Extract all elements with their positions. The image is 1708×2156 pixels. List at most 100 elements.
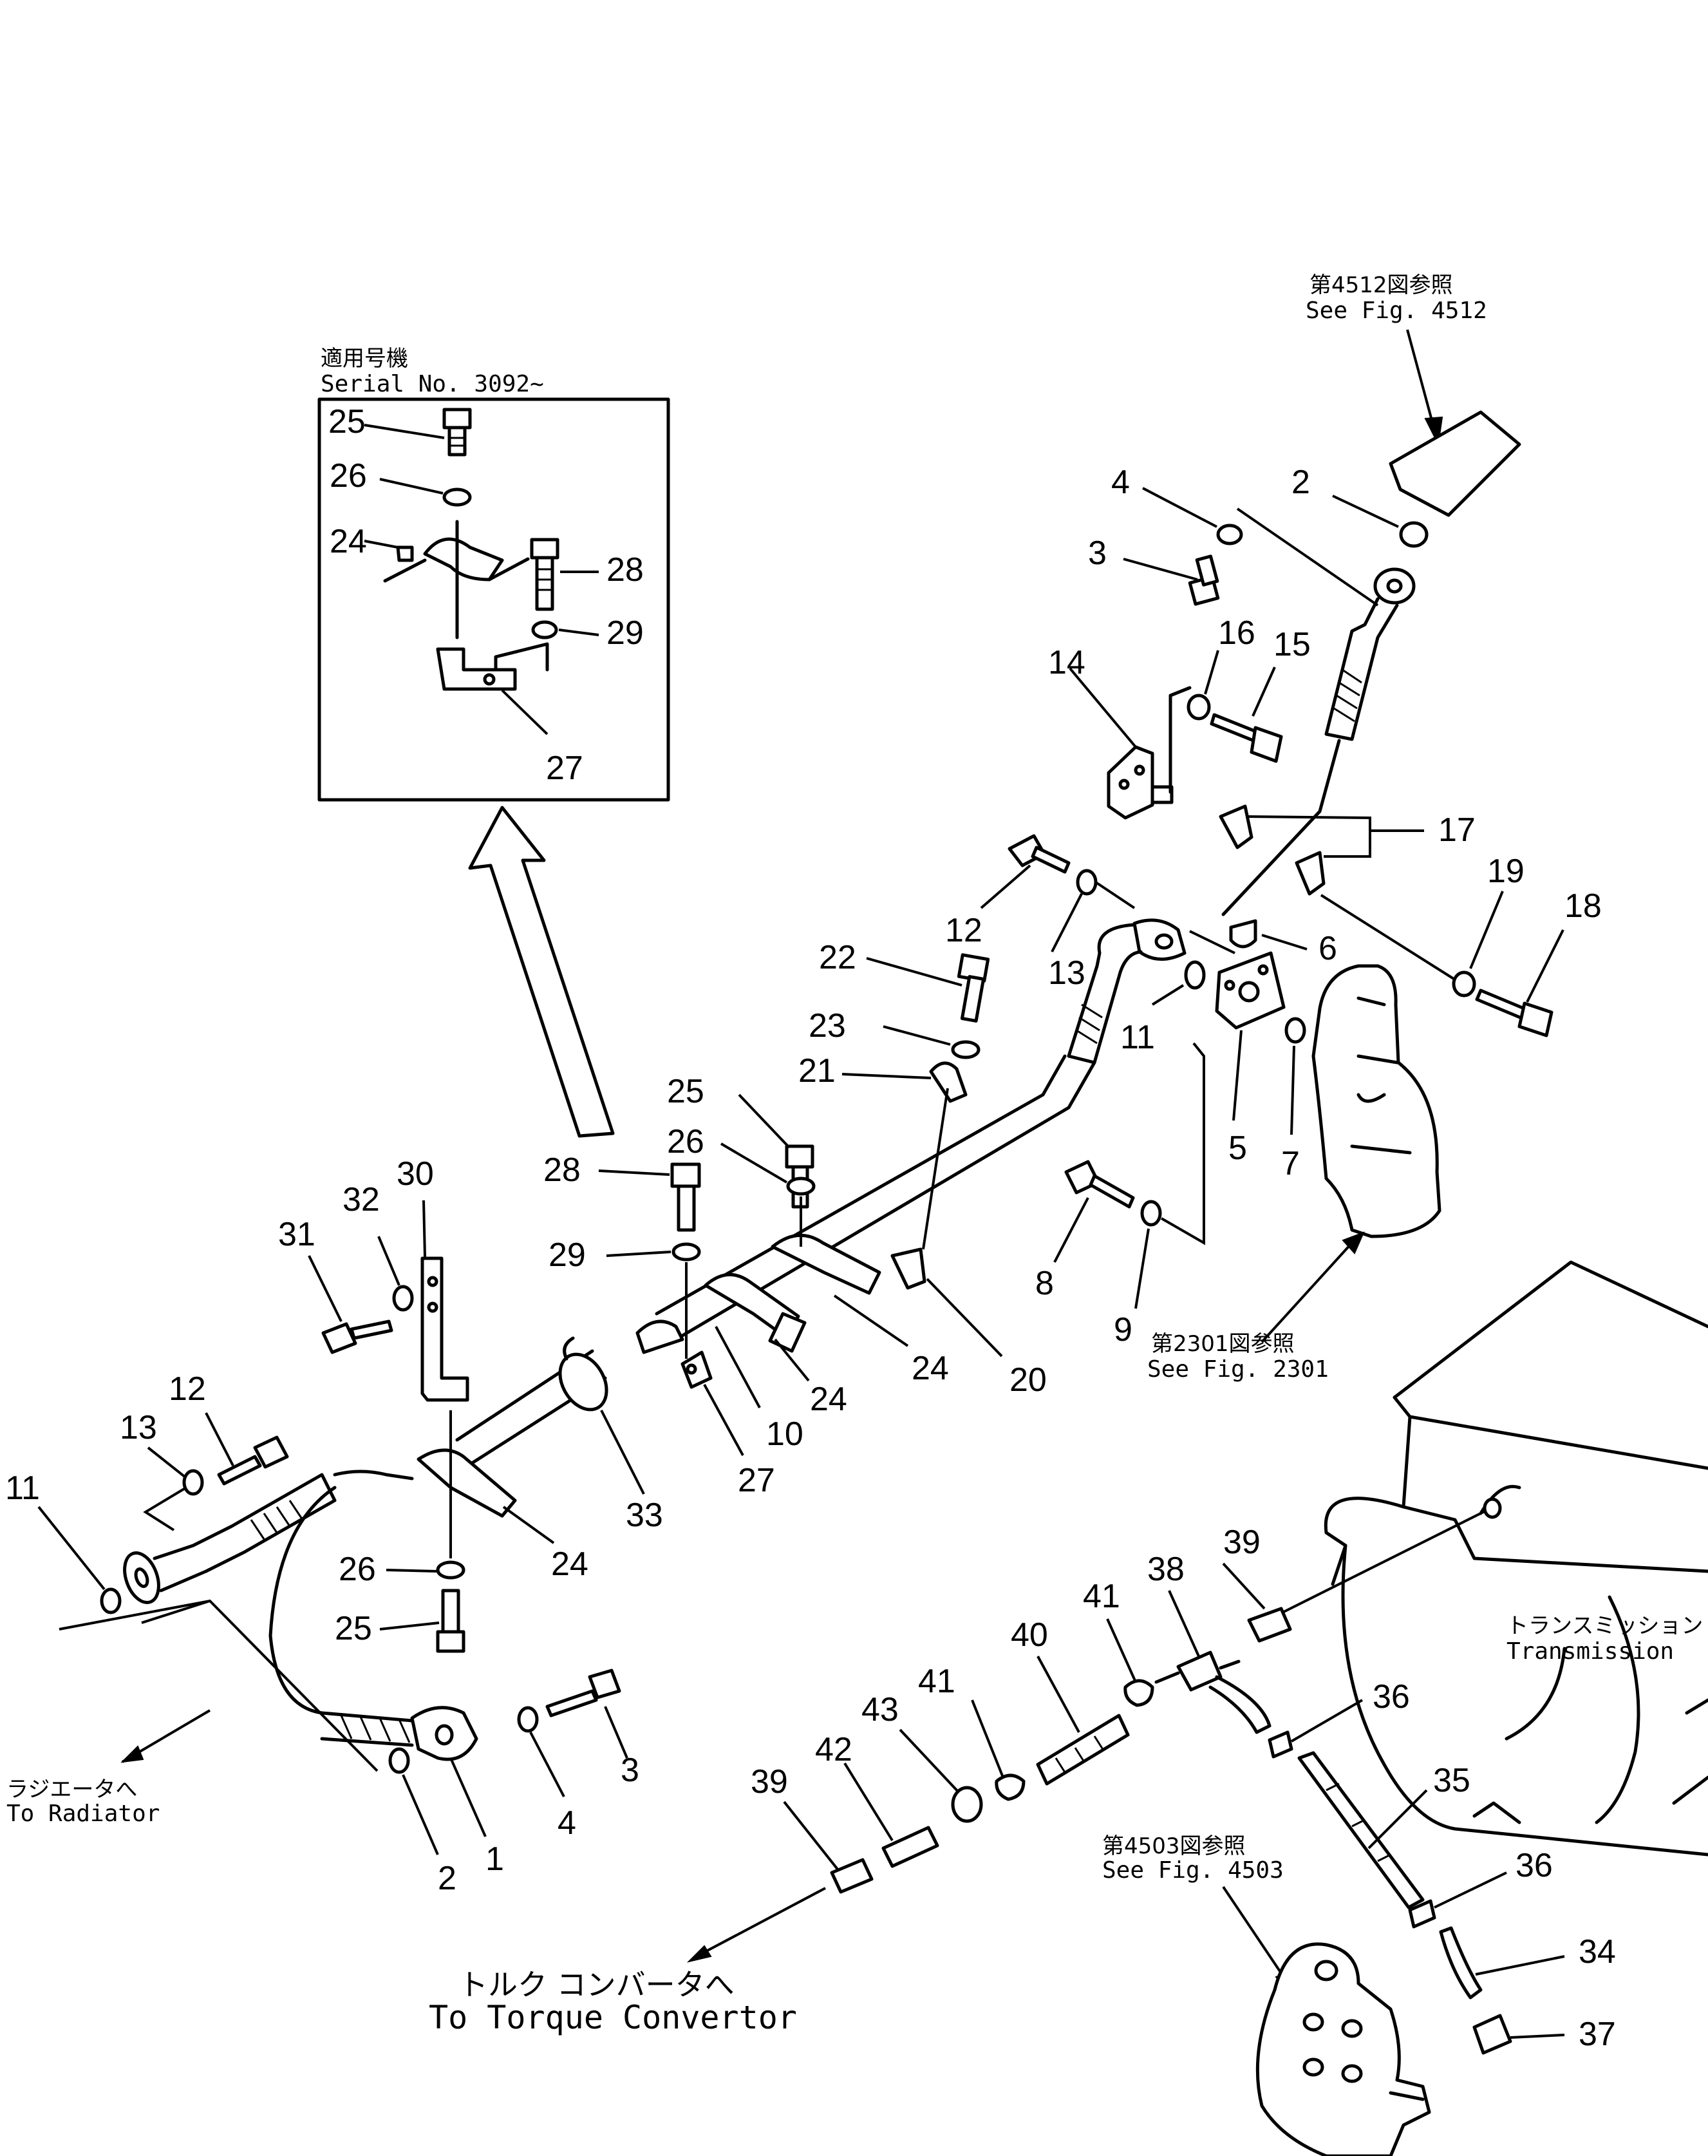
callout-24b: 24 bbox=[810, 1381, 847, 1418]
callout-26-low: 26 bbox=[339, 1551, 376, 1588]
fitting-39-low-icon bbox=[830, 1858, 874, 1894]
callout-1: 1 bbox=[485, 1840, 504, 1878]
callout-37: 37 bbox=[1579, 2016, 1616, 2053]
torque-note-en: To Torque Convertor bbox=[429, 1999, 797, 2036]
inset-washer-icon bbox=[442, 487, 472, 507]
callout-40: 40 bbox=[1011, 1616, 1048, 1654]
washer-32-icon bbox=[392, 1285, 414, 1312]
callout-12-left: 12 bbox=[169, 1370, 206, 1408]
oring-2-low-icon bbox=[388, 1747, 410, 1774]
inset-title-en: Serial No. 3092~ bbox=[321, 371, 544, 397]
callout-33: 33 bbox=[626, 1497, 663, 1534]
callout-23: 23 bbox=[809, 1007, 846, 1045]
washer-9-icon bbox=[1140, 1200, 1162, 1227]
fig4512-note-jp: 第4512図参照 bbox=[1309, 272, 1453, 298]
clamp-21-icon bbox=[929, 1061, 968, 1103]
callout-9: 9 bbox=[1114, 1311, 1132, 1348]
pipe-34-icon bbox=[1439, 1926, 1483, 2000]
callout-17: 17 bbox=[1438, 811, 1476, 849]
transmission-note-jp: トランスミッション bbox=[1506, 1613, 1703, 1639]
oring-2-top-icon bbox=[1399, 521, 1429, 548]
washer-4-low-icon bbox=[517, 1706, 539, 1733]
fig4512-note-en: See Fig. 4512 bbox=[1306, 298, 1487, 324]
callout-4-top: 4 bbox=[1111, 464, 1130, 501]
callout-3-top: 3 bbox=[1088, 534, 1107, 572]
clamp-41-low-icon bbox=[995, 1773, 1026, 1801]
callout-41-top: 41 bbox=[1083, 1578, 1120, 1615]
fig2301-note-en: See Fig. 2301 bbox=[1147, 1356, 1329, 1383]
oring-11-left-icon bbox=[100, 1587, 122, 1614]
callout-14: 14 bbox=[1048, 644, 1085, 681]
washer-13-left-icon bbox=[182, 1469, 204, 1496]
callout-18: 18 bbox=[1564, 887, 1602, 925]
oring-11-mid-icon bbox=[1184, 960, 1206, 990]
inset-reference-arrow-icon bbox=[468, 806, 615, 1138]
washer-26-mid-icon bbox=[786, 1177, 816, 1196]
callout-24a: 24 bbox=[912, 1350, 949, 1387]
oring-7-icon bbox=[1284, 1017, 1306, 1044]
callout-21: 21 bbox=[798, 1052, 836, 1090]
callout-31: 31 bbox=[278, 1216, 315, 1253]
callout-10: 10 bbox=[766, 1415, 803, 1453]
pipe-clamp-c-icon bbox=[771, 1233, 881, 1295]
radiator-note-en: To Radiator bbox=[6, 1801, 160, 1827]
callout-41-low: 41 bbox=[918, 1663, 955, 1700]
callout-13-mid: 13 bbox=[1048, 954, 1085, 992]
torque-note-jp: トルク コンバータへ bbox=[458, 1967, 735, 2002]
bolt-12-left-icon bbox=[217, 1435, 289, 1486]
callout-19: 19 bbox=[1487, 853, 1525, 890]
callout-11-left: 11 bbox=[5, 1470, 40, 1507]
callout-25-inset: 25 bbox=[328, 403, 366, 440]
callout-25-mid: 25 bbox=[667, 1073, 704, 1110]
callout-2-top: 2 bbox=[1291, 464, 1310, 501]
inset-title-jp: 適用号機 bbox=[321, 346, 408, 372]
inset-washer-2-icon bbox=[531, 620, 558, 639]
left-hose-icon bbox=[123, 1470, 414, 1715]
clamp-24b-icon bbox=[768, 1312, 807, 1353]
callout-43: 43 bbox=[861, 1691, 899, 1728]
callout-30: 30 bbox=[397, 1155, 434, 1193]
callout-39-low: 39 bbox=[751, 1763, 788, 1801]
pump-housing-icon bbox=[1311, 964, 1441, 1238]
callout-29-inset: 29 bbox=[606, 614, 644, 652]
clamp-17a-icon bbox=[1219, 804, 1253, 849]
hose-40-icon bbox=[1036, 1714, 1130, 1786]
callout-32: 32 bbox=[343, 1181, 380, 1218]
transmission-icon bbox=[1274, 1260, 1708, 1857]
washer-13-mid-icon bbox=[1076, 869, 1098, 896]
callout-36-top: 36 bbox=[1373, 1678, 1410, 1716]
callout-25-low: 25 bbox=[335, 1610, 372, 1647]
bracket-30-icon bbox=[420, 1256, 469, 1402]
callout-5: 5 bbox=[1228, 1130, 1247, 1167]
washer-23-icon bbox=[951, 1040, 981, 1059]
washer-26-low-icon bbox=[436, 1560, 465, 1580]
clamp-17b-icon bbox=[1295, 851, 1326, 896]
washer-16-icon bbox=[1187, 694, 1211, 721]
callout-28-inset: 28 bbox=[606, 551, 644, 589]
transmission-note-en: Transmission bbox=[1506, 1638, 1674, 1665]
callout-7: 7 bbox=[1281, 1145, 1300, 1182]
callout-20: 20 bbox=[1009, 1361, 1047, 1399]
callout-13-left: 13 bbox=[120, 1409, 157, 1446]
callout-24-inset: 24 bbox=[330, 523, 367, 560]
callout-8: 8 bbox=[1035, 1265, 1054, 1302]
fitting-6-icon bbox=[1229, 919, 1257, 949]
callout-36-low: 36 bbox=[1516, 1847, 1553, 1884]
callout-29: 29 bbox=[549, 1236, 586, 1274]
callout-12-mid: 12 bbox=[945, 912, 982, 949]
callout-16: 16 bbox=[1218, 614, 1255, 652]
callout-38: 38 bbox=[1147, 1551, 1185, 1588]
clamp-24c-icon bbox=[417, 1448, 517, 1518]
fig2301-note-jp: 第2301図参照 bbox=[1151, 1331, 1295, 1357]
callout-6: 6 bbox=[1319, 930, 1337, 967]
washer-4-top-icon bbox=[1216, 524, 1243, 545]
callout-2-low: 2 bbox=[438, 1860, 456, 1897]
fig2301-arrow-icon bbox=[1342, 1231, 1365, 1254]
clamp-36-top-icon bbox=[1268, 1730, 1293, 1759]
bolt-28-mid-icon bbox=[670, 1162, 701, 1232]
bolt-25-low-icon bbox=[436, 1589, 465, 1653]
callout-24c: 24 bbox=[551, 1546, 588, 1583]
fitting-39-top-icon bbox=[1247, 1607, 1292, 1643]
callout-34: 34 bbox=[1579, 1933, 1616, 1971]
